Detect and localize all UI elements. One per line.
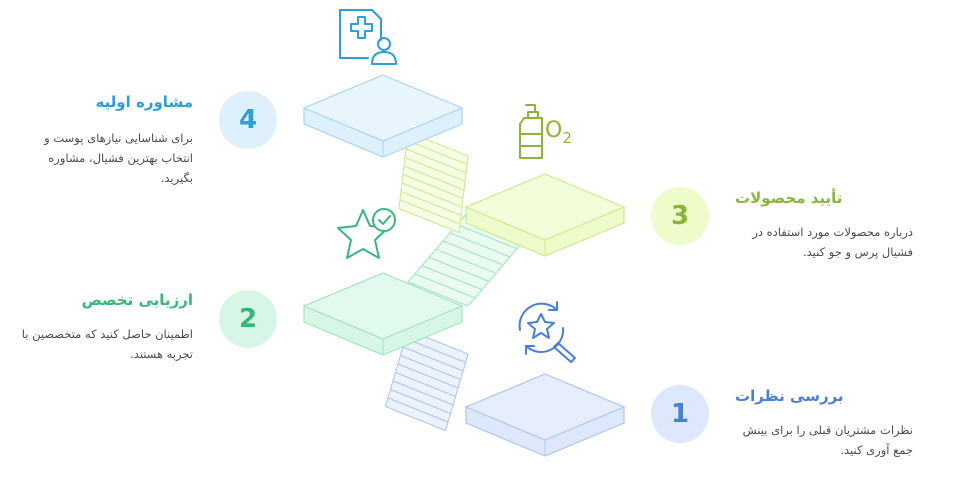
- bottle-o2-icon: [519, 104, 543, 159]
- medical-user-icon: [339, 9, 397, 65]
- step-1-number-circle: 1: [651, 385, 709, 443]
- platform-step-3: [464, 173, 626, 257]
- star-check-icon: [337, 208, 396, 259]
- step-4-number-circle: 4: [219, 91, 277, 149]
- step-3-title: تأیید محصولات: [735, 189, 843, 207]
- step-1-number: 1: [670, 399, 690, 429]
- step-2-title: ارزیابی تخصص: [81, 291, 193, 309]
- magnifier-star-icon: [518, 301, 576, 363]
- step-4-number: 4: [238, 105, 258, 135]
- step-1-description: نظرات مشتریان قبلی را برای بینش جمع آوری…: [742, 423, 913, 457]
- step-2-number-circle: 2: [219, 290, 277, 348]
- step-3-number-circle: 3: [651, 187, 709, 245]
- step-3-description: درباره محصولات مورد استفاده در فشیال پرس…: [752, 225, 913, 259]
- step-4-description: برای شناسایی نیازهای پوست و انتخاب بهتری…: [44, 131, 193, 185]
- platform-step-4: [302, 74, 464, 158]
- o2-label: O2: [545, 118, 572, 147]
- step-1-title: بررسی نظرات: [735, 387, 844, 405]
- step-2-description: اطمینان حاصل کنید که متخصصین با تجربه هس…: [21, 327, 193, 361]
- platform-step-2: [302, 272, 464, 356]
- step-4-title: مشاوره اولیه: [95, 93, 193, 111]
- platform-step-1: [464, 373, 626, 457]
- stairs-1-to-2: [384, 329, 469, 432]
- step-2-number: 2: [238, 304, 258, 334]
- stairs-3-to-4: [398, 131, 469, 234]
- step-3-number: 3: [670, 201, 690, 231]
